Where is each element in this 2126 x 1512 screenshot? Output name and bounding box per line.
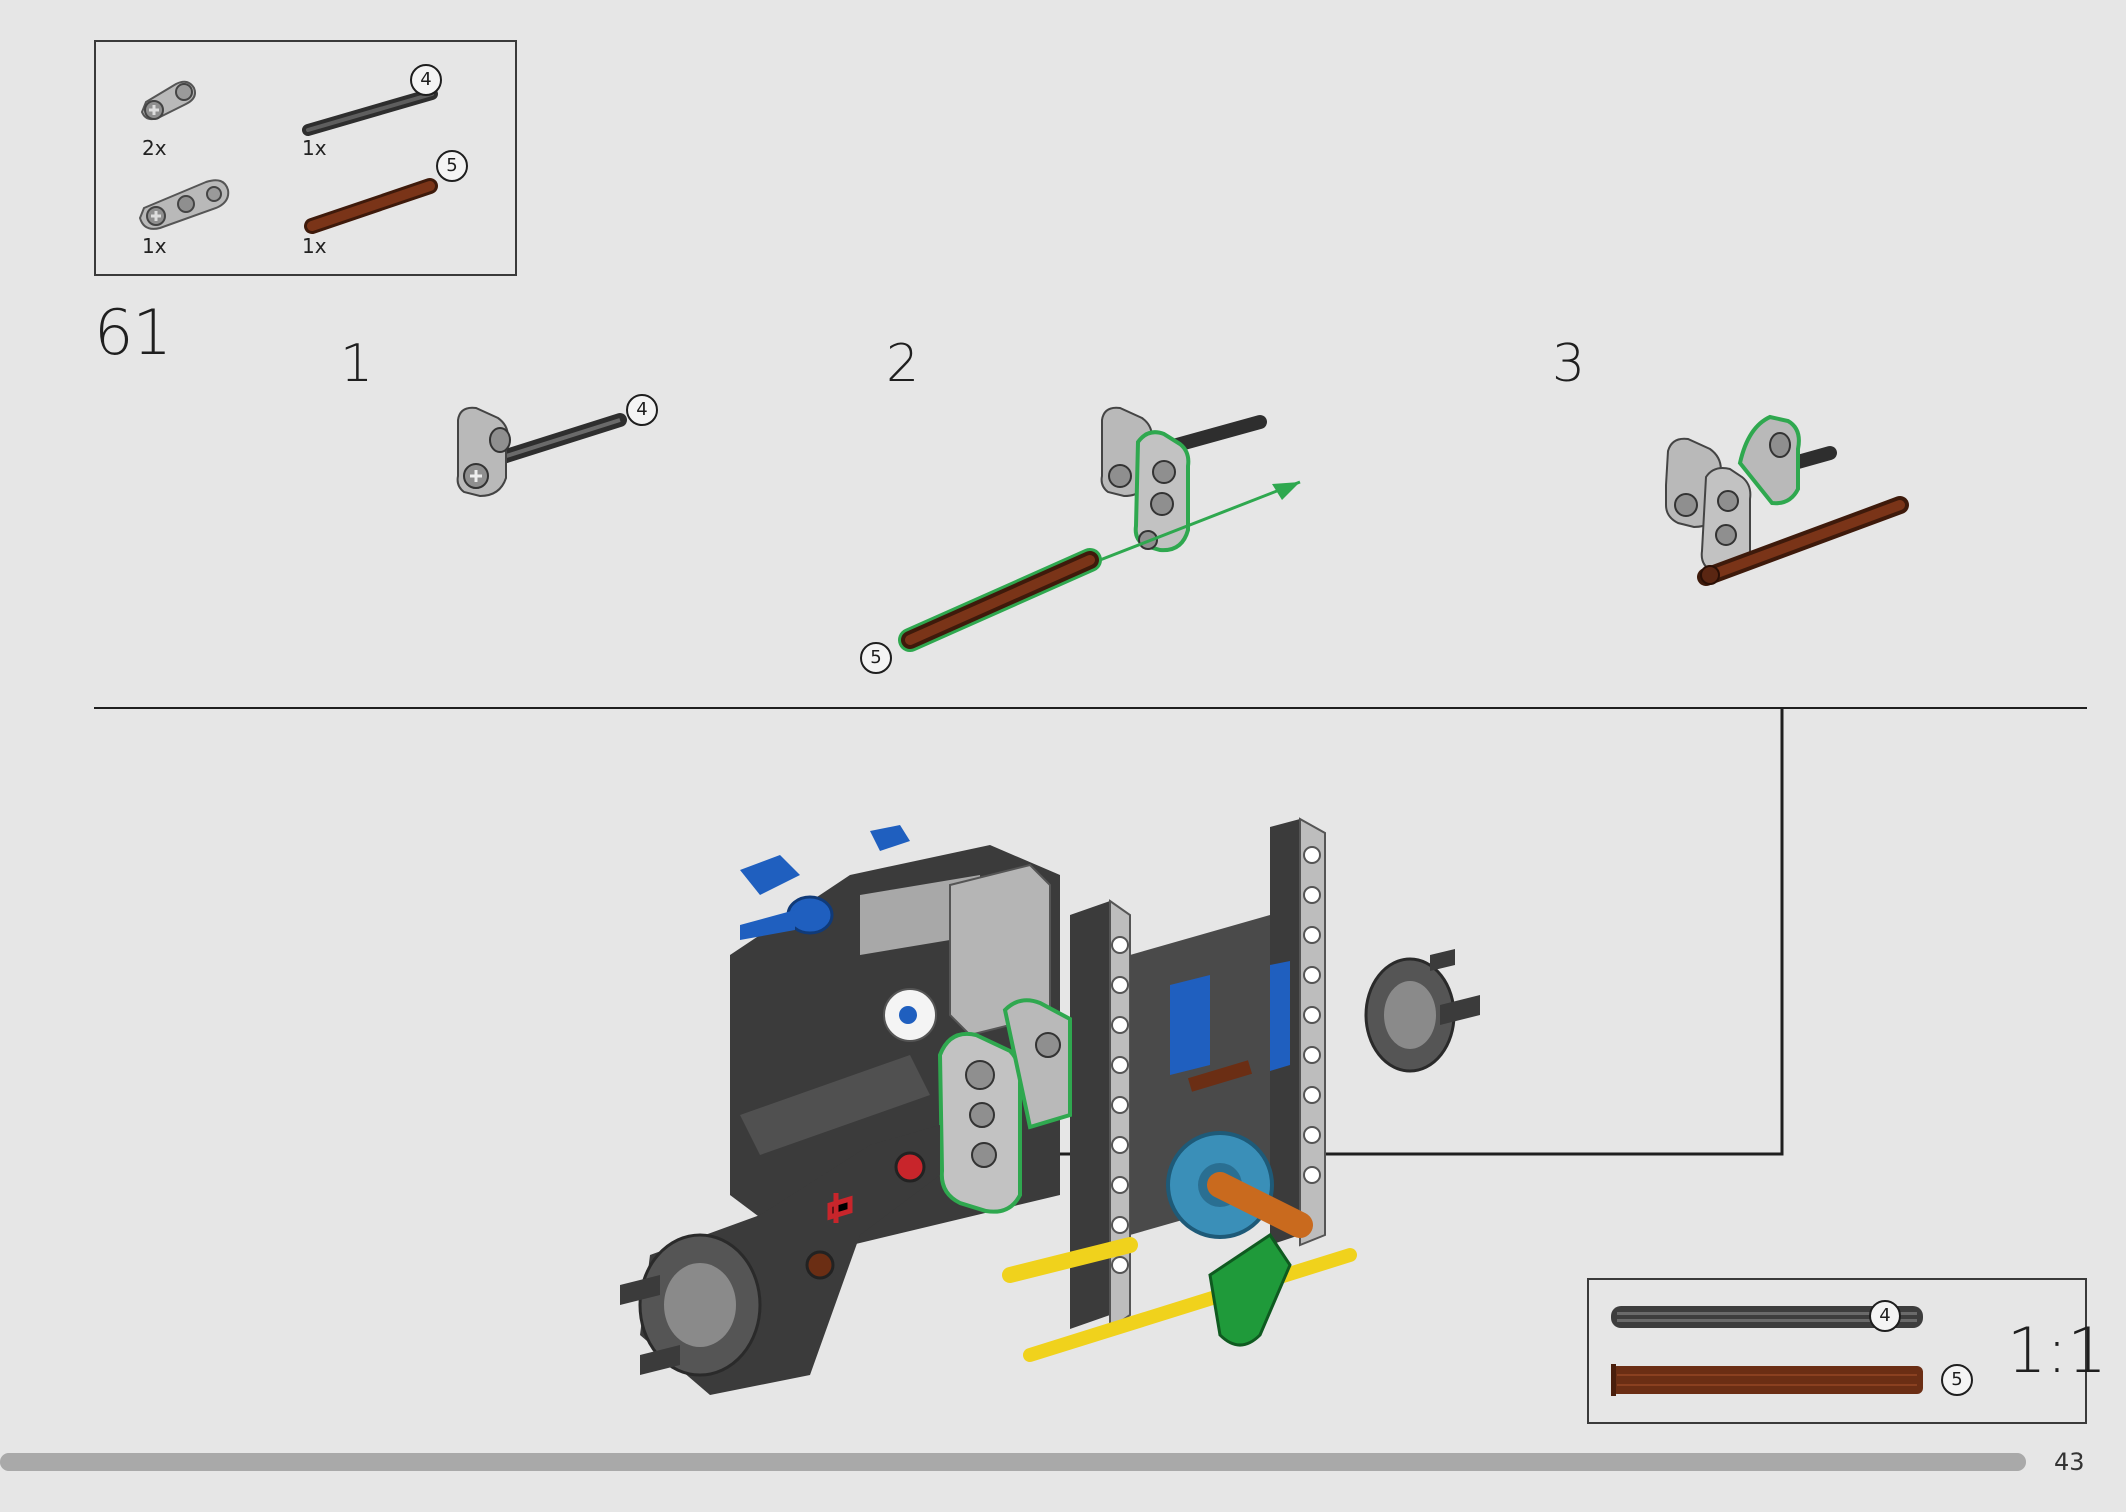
qty-label: 1x (302, 136, 327, 160)
main-model-assembly-icon (620, 817, 1480, 1395)
length-callout-badge: 4 (1869, 1300, 1901, 1332)
substep-1-assembly-icon (456, 406, 627, 498)
length-callout-badge: 5 (860, 642, 892, 674)
substep-number: 1 (340, 334, 374, 394)
step-number: 61 (94, 296, 172, 369)
qty-label: 1x (142, 234, 167, 258)
length-callout-badge: 4 (410, 64, 442, 96)
axle-brown-icon (1611, 1364, 1923, 1396)
pin-connector-double-icon (138, 179, 230, 230)
page-progress-bar (0, 1453, 2026, 1471)
parts-list-box: 2x 4 1x 1x 5 1x (94, 40, 517, 276)
length-callout-badge: 5 (1941, 1364, 1973, 1396)
page-number: 43 (2054, 1448, 2085, 1476)
length-callout-badge: 4 (626, 394, 658, 426)
substep-number: 2 (886, 334, 920, 394)
substep-number: 3 (1552, 334, 1586, 394)
pin-connector-small-icon (140, 80, 196, 121)
substep-3-assembly-icon (1665, 414, 1909, 586)
substep-2-assembly-icon (898, 406, 1301, 652)
qty-label: 2x (142, 136, 167, 160)
axle-dark-grey-icon (1611, 1306, 1923, 1328)
length-callout-badge: 5 (436, 150, 468, 182)
page-progress-fill (0, 1453, 2026, 1471)
section-divider (94, 707, 2087, 709)
scale-ratio: 1:1 (2007, 1314, 2107, 1387)
axle-dark-grey-icon (302, 88, 438, 136)
axle-brown-icon (304, 178, 438, 234)
scale-reference-box: 4 5 1:1 (1587, 1278, 2107, 1424)
qty-label: 1x (302, 234, 327, 258)
